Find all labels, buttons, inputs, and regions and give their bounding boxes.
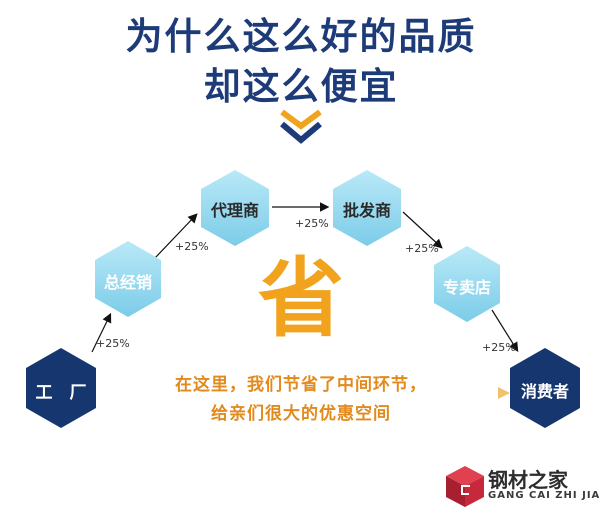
message-line1: 在这里，我们节省了中间环节， [175,375,427,395]
node-factory-label: 工 厂 [35,383,87,403]
logo-icon [446,466,484,507]
markup-label: +25% [96,337,130,350]
hex-store [434,246,500,322]
save-character: 省 [258,249,344,349]
node-agent-label: 代理商 [210,201,259,220]
chevron-down-icon [280,109,322,144]
node-consumer-label: 消费者 [520,382,569,401]
node-wholesaler-label: 批发商 [342,201,391,220]
message-line2: 给亲们很大的优惠空间 [211,404,391,424]
markup-label: +25% [405,242,439,255]
hex-factory [26,348,96,428]
markup-label: +25% [175,240,209,253]
logo-name-cn: 钢材之家 [488,468,568,492]
markup-label: +25% [482,341,516,354]
arrow-distributor-to-agent [154,213,198,259]
hex-consumer [510,348,580,428]
hex-general-distributor [95,241,161,317]
direct-arrow [96,387,510,399]
hex-agent [201,170,269,246]
page-title-line2: 却这么便宜 [203,65,399,108]
arrow-store-to-consumer [491,309,519,353]
arrow-wholesaler-to-store [402,211,443,249]
node-general-distributor-label: 总经销 [103,273,152,292]
markup-label: +25% [295,217,329,230]
arrow-factory-to-distributor [91,312,112,353]
node-store-label: 专卖店 [442,278,491,297]
page-title-line1: 为什么这么好的品质 [125,15,477,58]
logo-name-en: GANG CAI ZHI JIA [488,490,601,501]
hex-wholesaler [333,170,401,246]
